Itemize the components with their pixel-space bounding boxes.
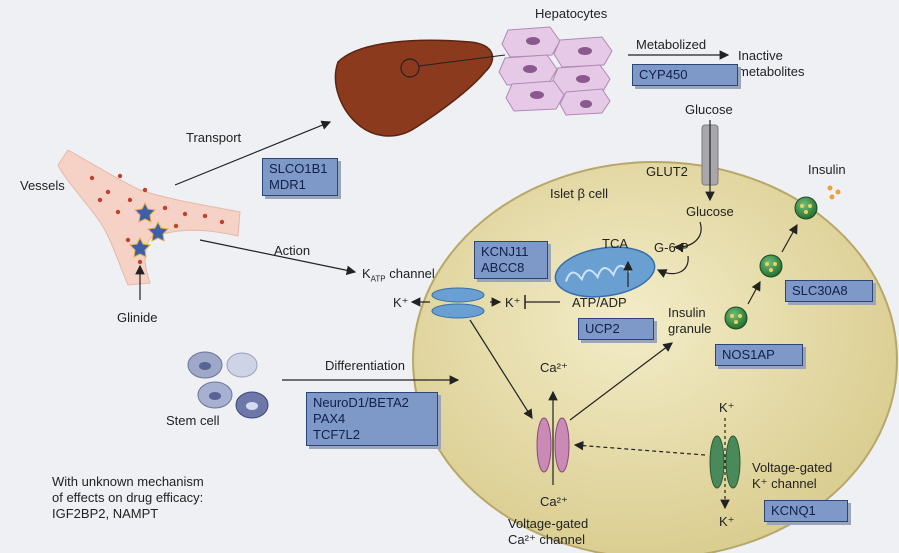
insulin-label: Insulin [808,162,846,177]
voltage-gated-ca-channel [536,417,570,473]
glucose-top-label: Glucose [685,102,733,117]
neurod1-gene: NeuroD1/BETA2 [313,395,409,410]
katp-sub: ATP [370,274,386,284]
mdr1-gene: MDR1 [269,177,306,192]
voltage-gated-k-channel [709,435,741,489]
stem-cell-label: Stem cell [166,413,220,428]
insulin-granule-label-2: granule [668,321,712,336]
kcnj11-gene: KCNJ11 [481,244,529,259]
g6p-label: G-6-P [654,240,689,255]
stem-cells [187,351,269,419]
glinide-label: Glinide [117,310,158,325]
ucp2-gene: UCP2 [585,321,620,336]
katp-rest: channel [385,266,435,281]
nos1ap-box: NOS1AP [715,344,803,366]
k-in-label: K⁺ [505,295,521,310]
nos1ap-gene: NOS1AP [722,347,775,362]
vg-k-label-1: Voltage-gated [752,460,833,475]
liver-shape [334,39,494,137]
slco1b1-gene: SLCO1B1 [269,161,328,176]
unknown-label-1: With unknown mechanism [52,474,204,489]
katp-channel [431,287,485,319]
cyp450-gene: CYP450 [639,67,688,82]
glucose-inner-label: Glucose [686,204,734,219]
vg-k-label-2: K⁺ channel [752,476,817,491]
differentiation-label: Differentiation [325,358,405,373]
ca-top-label: Ca²⁺ [540,360,568,375]
kcnq1-gene: KCNQ1 [771,503,816,518]
pax4-gene: PAX4 [313,411,346,426]
k-out-label: K⁺ [393,295,409,310]
katp-k: K [362,266,371,281]
glinide-molecules [128,201,170,258]
hepatocytes-cluster [498,26,613,116]
unknown-label-3: IGF2BP2, NAMPT [52,506,159,521]
transport-label: Transport [186,130,242,145]
k-plus-top-label: K⁺ [719,400,735,415]
inactive-label-2: metabolites [738,64,805,79]
k-plus-bottom-label: K⁺ [719,514,735,529]
slc30a8-gene: SLC30A8 [792,283,848,298]
liver-zoom-circle [400,58,420,78]
glut2-label: GLUT2 [646,164,688,179]
insulin-granule-label-1: Insulin [668,305,706,320]
islet-cell-label: Islet β cell [550,186,609,201]
abcc8-gene: ABCC8 [481,260,525,275]
vg-ca-label-2: Ca²⁺ channel [508,532,585,547]
mitochondrion [554,246,656,298]
insulin-granules [724,196,818,330]
action-label: Action [274,243,311,258]
ca-bottom-label: Ca²⁺ [540,494,568,509]
atp-adp-label: ATP/ADP [572,295,627,310]
vessels-label: Vessels [20,178,65,193]
islet-beta-cell [412,161,898,553]
kcnq1-box: KCNQ1 [764,500,848,522]
slc30a8-box: SLC30A8 [785,280,873,302]
cyp450-box: CYP450 [632,64,738,86]
metabolized-label: Metabolized [636,37,707,52]
hepatocytes-label: Hepatocytes [535,6,608,21]
katp-channel-label: KATP channel [362,266,435,287]
tca-label: TCA [602,236,628,251]
unknown-label-2: of effects on drug efficacy: [52,490,204,505]
vg-ca-label-1: Voltage-gated [508,516,589,531]
ucp2-box: UCP2 [578,318,654,340]
inactive-label-1: Inactive [738,48,783,63]
tcf7l2-gene: TCF7L2 [313,427,360,442]
